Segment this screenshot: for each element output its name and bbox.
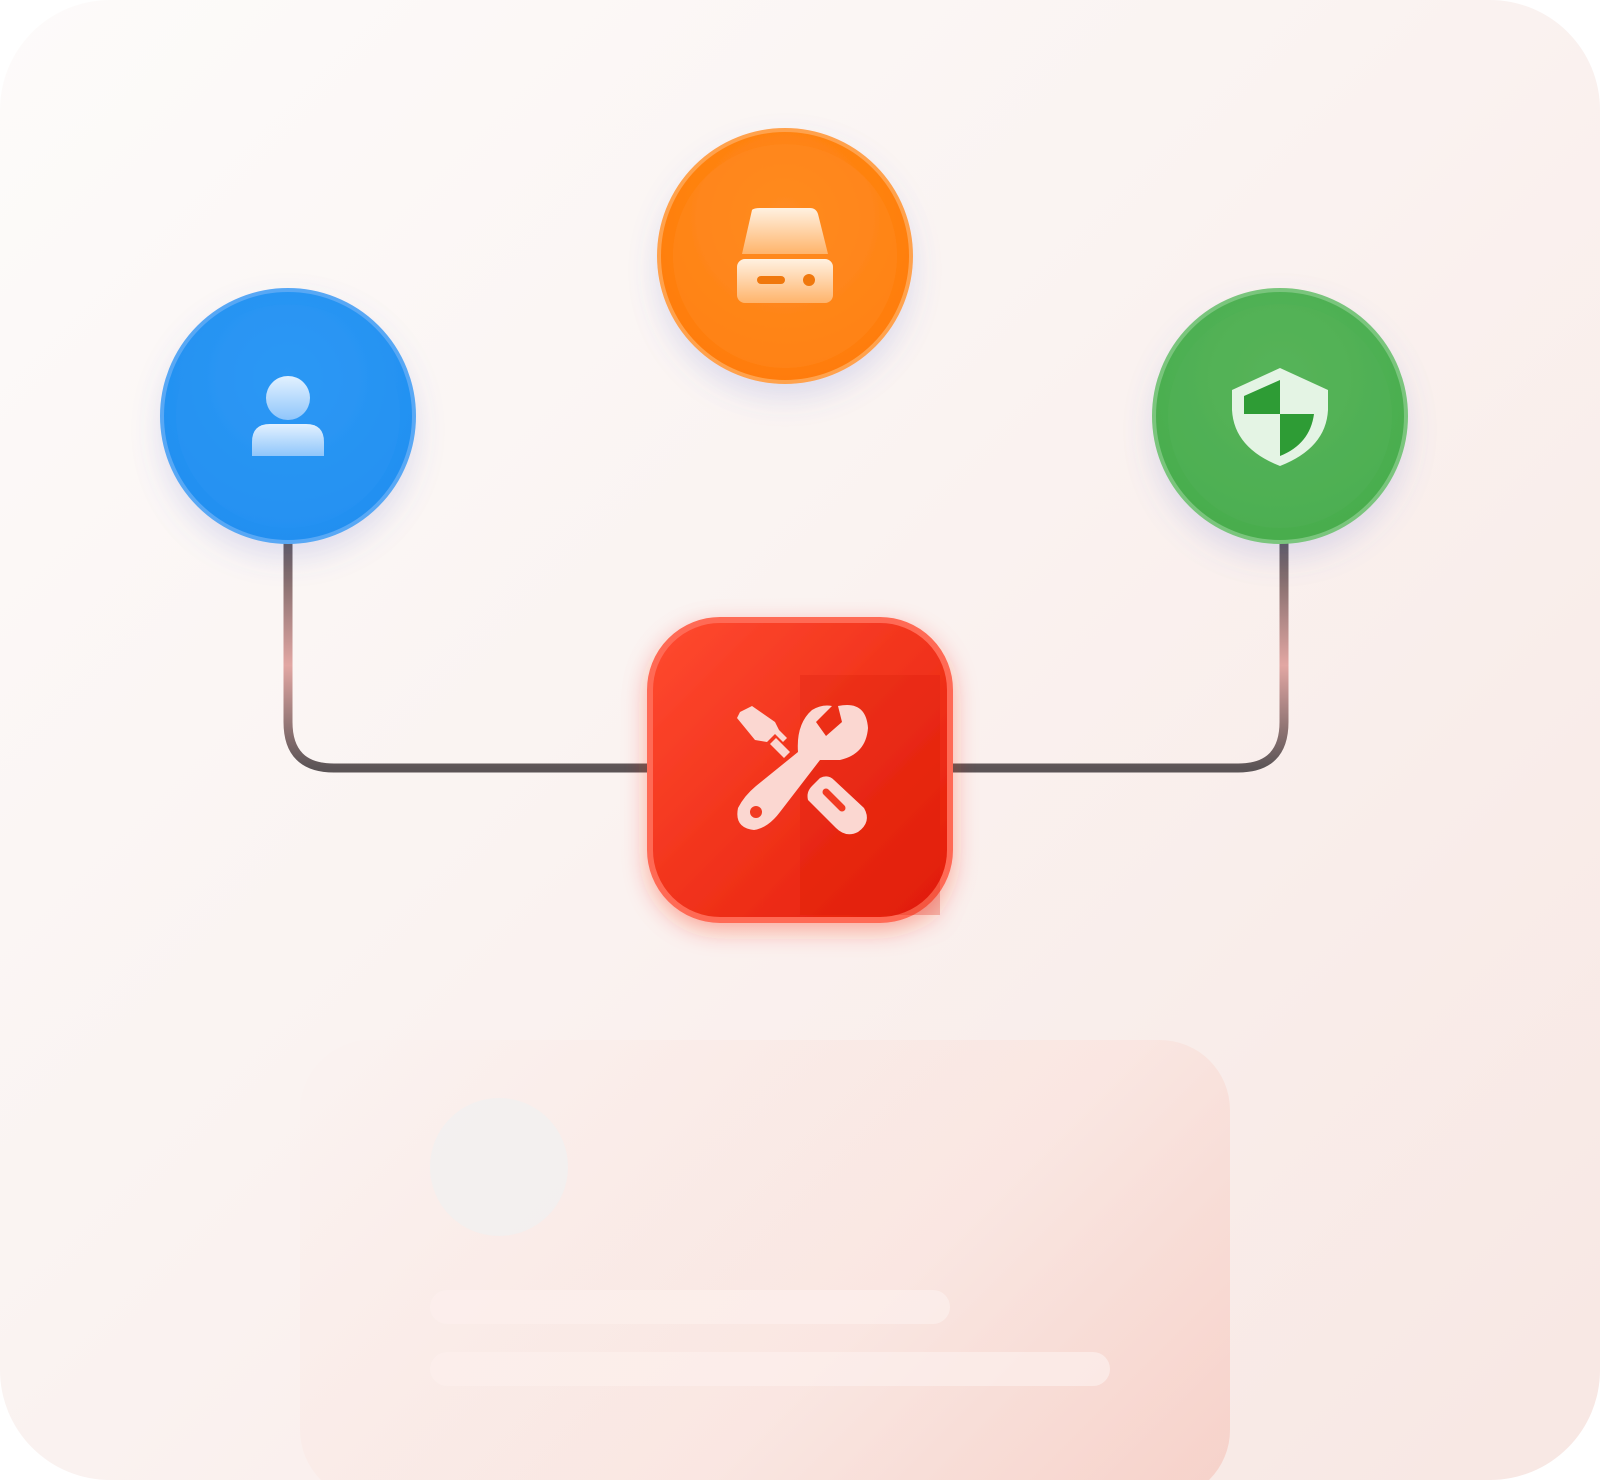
node-storage[interactable] bbox=[657, 128, 913, 384]
connector-user-hub bbox=[283, 535, 665, 773]
placeholder-line bbox=[430, 1290, 950, 1324]
node-security[interactable] bbox=[1152, 288, 1408, 544]
hub-tools[interactable] bbox=[647, 617, 953, 923]
connectors bbox=[283, 383, 1289, 773]
tools-icon bbox=[737, 704, 868, 835]
shield-icon bbox=[1232, 368, 1328, 466]
placeholder-avatar bbox=[430, 1098, 568, 1236]
placeholder-line bbox=[430, 1352, 1110, 1386]
connector-security-hub bbox=[935, 535, 1289, 773]
node-user[interactable] bbox=[160, 288, 416, 544]
user-icon bbox=[252, 376, 324, 456]
hard-drive-icon bbox=[737, 208, 833, 303]
